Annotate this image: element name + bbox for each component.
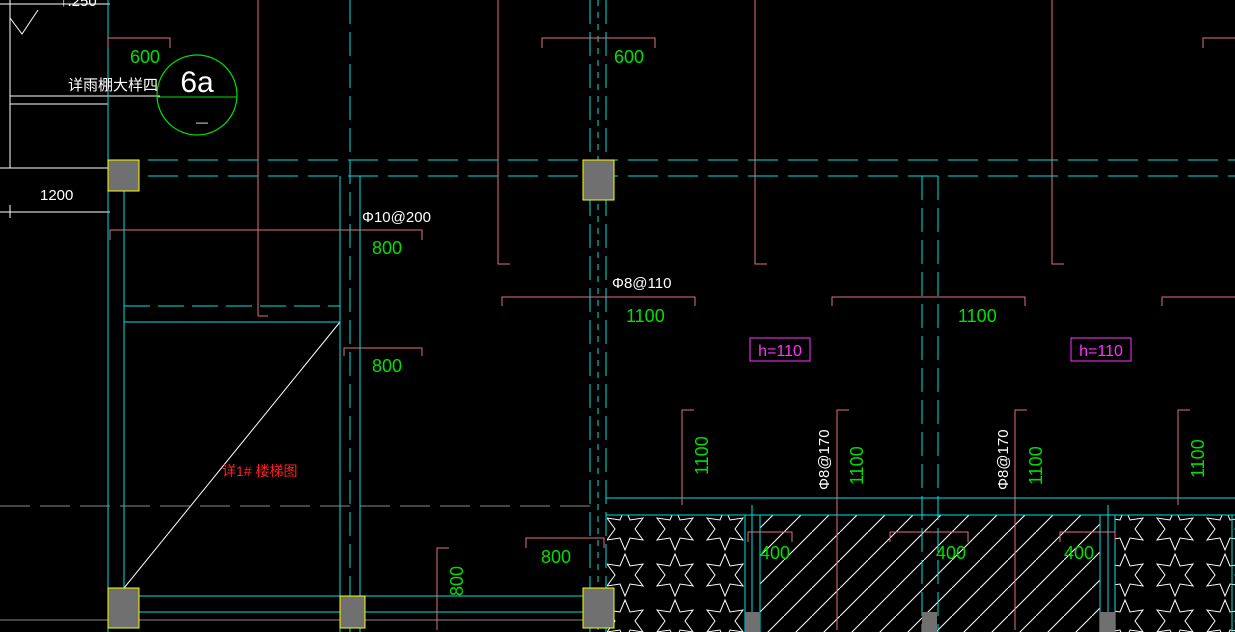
dim-400-a: 400 [760,543,790,563]
dim-800-a: 800 [372,238,402,258]
dim-1100-vertical-1: 1100 [692,436,712,475]
canopy-note: 详雨棚大样四 [68,77,158,94]
column-4 [339,595,366,629]
dim-400-c: 400 [1064,543,1094,563]
columns [107,159,1115,632]
dimension-labels: 600 600 1200 800 800 800 800 1100 1100 1… [40,47,1208,596]
slab-labels: h=110 h=110 [749,337,1132,362]
dim-800-c: 800 [541,547,571,567]
dim-1100-a: 1100 [626,306,665,326]
rebar-lines [107,0,1235,630]
column-8 [1100,612,1115,632]
dim-800-vertical: 800 [447,566,467,596]
slab-box-2 [1070,337,1132,362]
detail-callout: 6a — [156,54,238,136]
dim-600-left: 600 [130,47,160,67]
dim-800-b: 800 [372,356,402,376]
slab-box-1 [749,337,811,362]
dim-400-b: 400 [936,543,966,563]
stair-diagonal [123,321,341,589]
stair-note: 详1# 楼梯图 [222,463,297,479]
frame-lines [0,0,341,589]
dim-600-mid: 600 [614,47,644,67]
column-3 [107,587,140,629]
rebar-spec-1: Φ10@200 [362,209,431,226]
detail-bubble [156,54,238,136]
rebar-spec-4: Φ8@170 [995,429,1012,490]
detail-sheet: — [196,115,208,129]
level-fragment: ↑.250 [60,0,97,10]
rebar-spec-2: Φ8@110 [612,275,671,292]
dim-1100-vertical-4: 1100 [1188,439,1208,478]
dim-1200: 1200 [40,187,73,204]
detail-number: 6a [180,66,214,99]
dim-1100-vertical-3: 1100 [1026,446,1046,485]
rebar-labels: Φ10@200 Φ8@110 Φ8@170 Φ8@170 [362,209,1012,490]
rebar-spec-3: Φ8@170 [816,429,833,490]
slab-thickness-2: h=110 [1079,343,1123,360]
dim-1100-b: 1100 [958,306,997,326]
column-7 [922,612,937,632]
column-6 [745,612,760,632]
slab-thickness-1: h=110 [758,343,802,360]
dim-1100-vertical-2: 1100 [847,446,867,485]
notes: ↑.250 详雨棚大样四 详1# 楼梯图 [60,0,297,479]
column-2 [582,159,615,201]
star-hatch-right [1115,515,1235,632]
hatch-areas [607,515,1235,632]
star-hatch-left [607,515,745,632]
column-5 [582,587,615,629]
column-1 [107,159,140,192]
